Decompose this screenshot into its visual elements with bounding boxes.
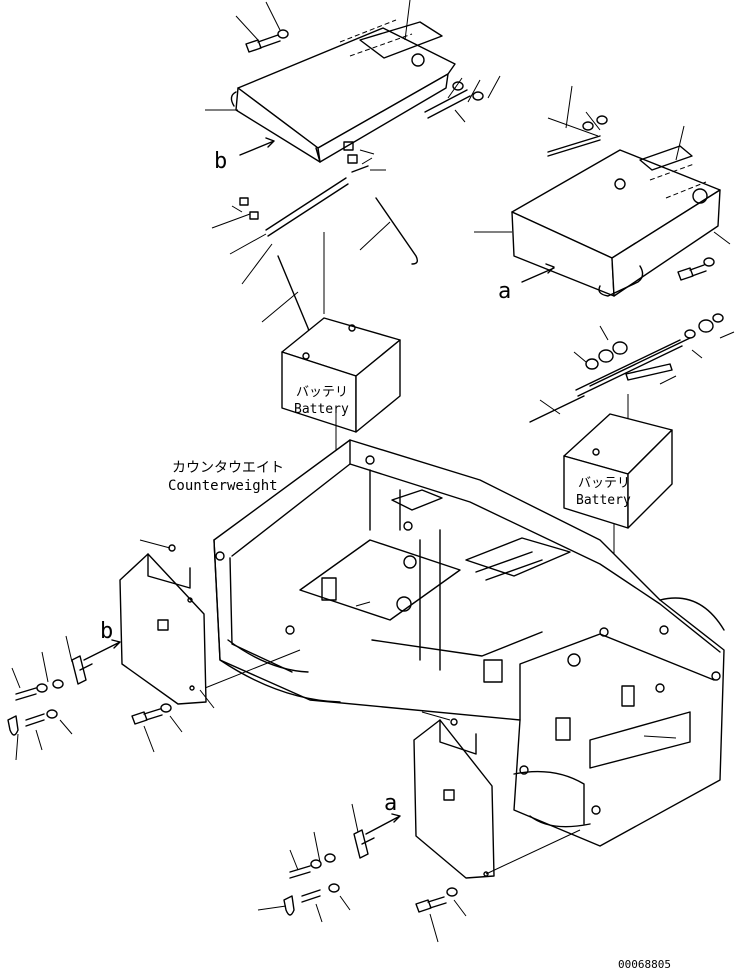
battery-right-en: Battery [576,493,631,508]
rod-right-top [547,135,601,157]
battery-right-jp: バッテリ [578,476,630,491]
latch-bottom [257,803,375,923]
washers-right-top [582,115,608,131]
arrow-a-bottom [365,813,401,835]
counterweight-jp: カウンタウエイト [172,460,284,476]
arrow-b-bottom [83,639,121,661]
battery-right: バッテリ Battery [563,413,673,529]
counterweight-en: Counterweight [168,478,278,494]
counterweight-body [213,439,725,847]
bolt-top-left [245,29,289,53]
side-plate-left [119,539,215,709]
battery-cover-left [230,19,456,163]
rod-assembly-right [529,313,735,423]
bolt-left-lower [131,703,183,753]
label-a-top: a [498,279,511,304]
arrow-b-top [239,137,275,156]
battery-left: バッテリ Battery [281,317,401,433]
bolt-bottom [415,887,467,943]
arrow-a-top [521,263,555,283]
battery-hold-rods [211,177,419,335]
battery-left-en: Battery [294,402,349,417]
label-b-top: b [214,149,227,174]
battery-left-jp: バッテリ [296,385,348,400]
nuts-center-top [343,141,386,173]
drawing-number: 00068805 [618,958,671,971]
bolt-right [677,257,715,281]
latch-left [7,635,93,761]
label-b-bottom: b [100,619,113,644]
side-plate-bottom [413,711,581,879]
battery-cover-right [511,145,721,297]
rod-top [424,89,471,119]
washer-pair-top [452,81,484,101]
label-a-bottom: a [384,791,397,816]
